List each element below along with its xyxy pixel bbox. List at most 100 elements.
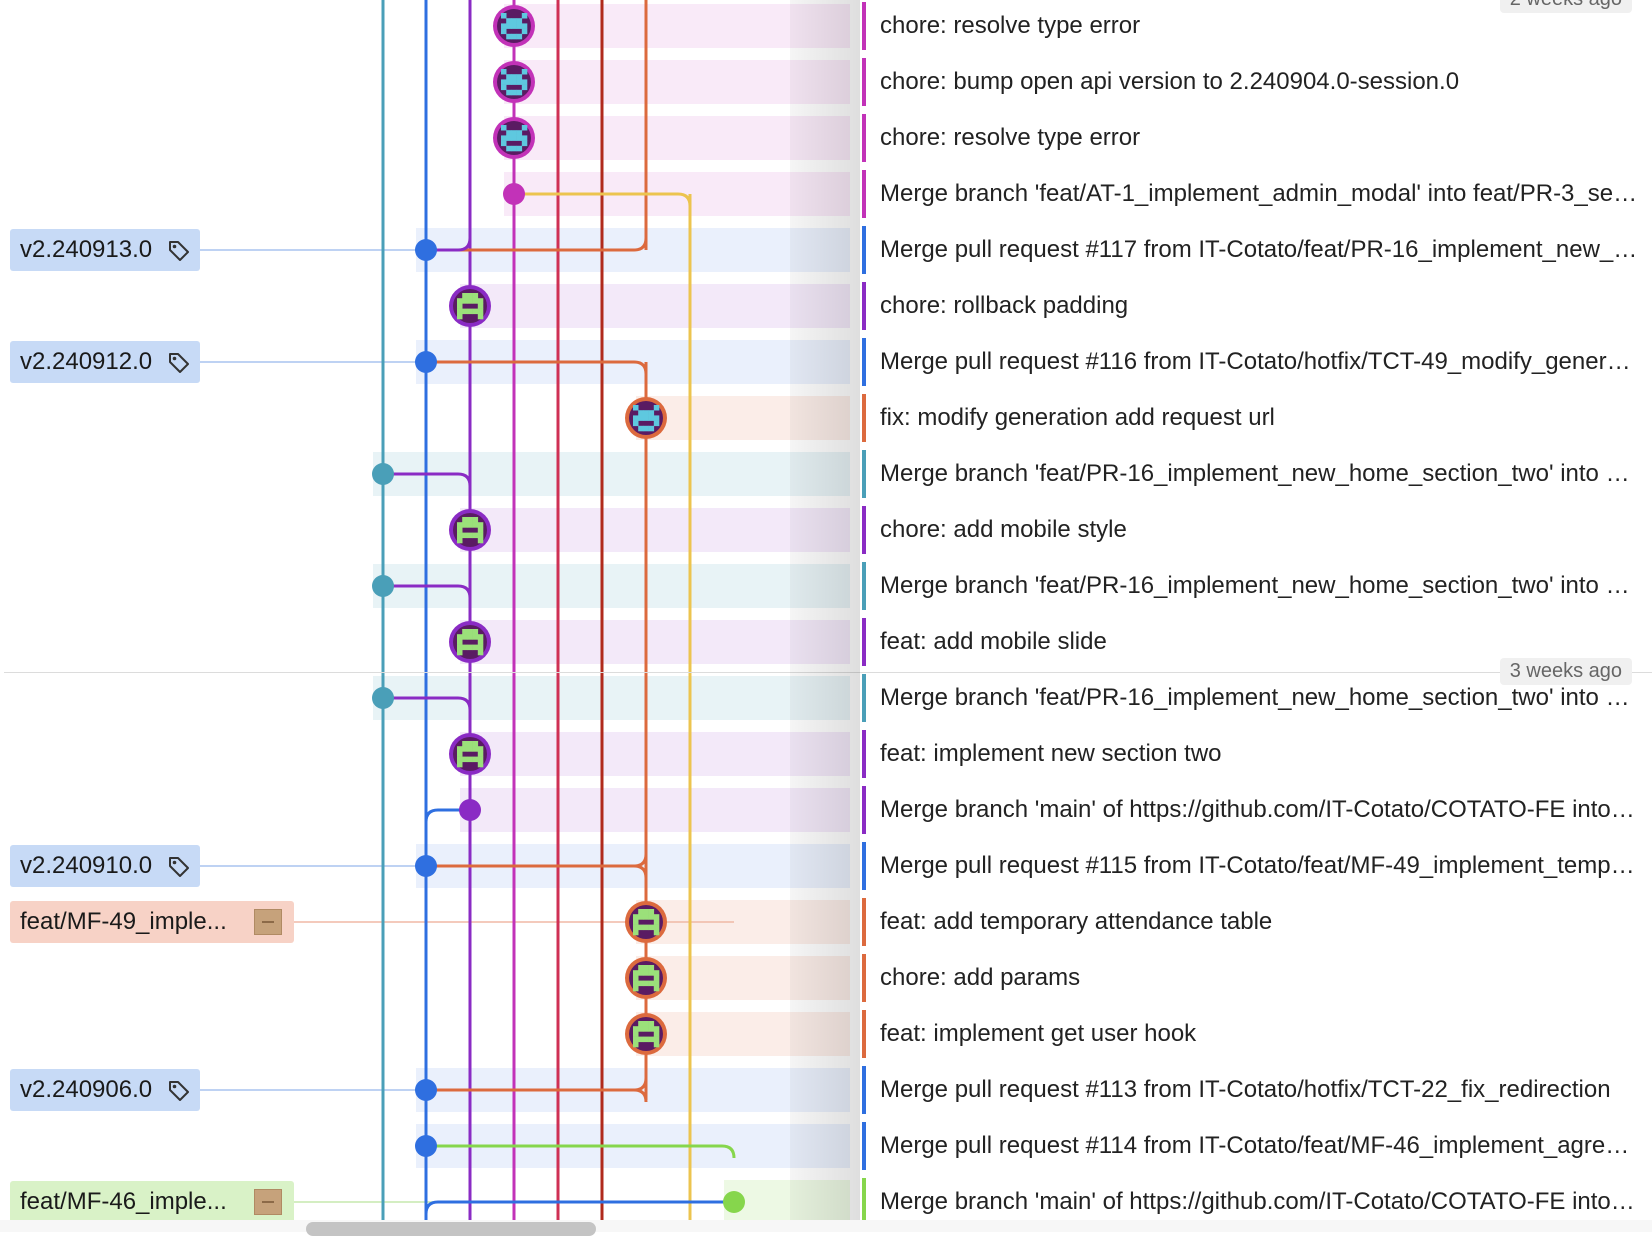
commit-row[interactable]: chore: add params xyxy=(862,951,1652,1005)
ref-name: v2.240913.0 xyxy=(20,236,153,263)
tag-label[interactable]: v2.240906.0 xyxy=(10,1069,200,1111)
commit-row[interactable]: chore: resolve type error xyxy=(862,0,1652,53)
row-highlight xyxy=(724,1180,850,1220)
commit-row[interactable]: Merge pull request #115 from IT-Cotato/f… xyxy=(862,839,1652,893)
merge-curve xyxy=(383,472,472,487)
merge-curve xyxy=(383,584,472,599)
lane-color-marker xyxy=(862,58,866,106)
commit-message: Merge branch 'feat/PR-16_implement_new_h… xyxy=(880,460,1640,487)
commit-row[interactable]: Merge branch 'feat/PR-16_implement_new_h… xyxy=(862,671,1652,725)
ref-name: v2.240910.0 xyxy=(20,852,153,879)
merge-curve xyxy=(426,237,648,252)
commit-row[interactable]: Merge branch 'main' of https://github.co… xyxy=(862,783,1652,837)
commit-message: feat: implement get user hook xyxy=(880,1020,1197,1047)
row-highlight xyxy=(504,60,850,104)
tag-label[interactable]: v2.240912.0 xyxy=(10,341,200,383)
merge-curve xyxy=(426,237,472,252)
horizontal-scroll-track[interactable] xyxy=(0,1220,1652,1232)
commit-message: chore: bump open api version to 2.240904… xyxy=(880,68,1460,95)
branch-box-icon xyxy=(254,1189,282,1215)
commit-message: Merge branch 'main' of https://github.co… xyxy=(880,1188,1640,1215)
commit-message: feat: add temporary attendance table xyxy=(880,908,1273,935)
row-highlights xyxy=(373,4,850,1220)
commit-message: chore: add mobile style xyxy=(880,516,1127,543)
commit-message: Merge pull request #115 from IT-Cotato/f… xyxy=(880,852,1640,879)
commit-row[interactable]: Merge branch 'feat/AT-1_implement_admin_… xyxy=(862,167,1652,221)
commit-row[interactable]: feat: implement new section two xyxy=(862,727,1652,781)
commit-message: Merge pull request #117 from IT-Cotato/f… xyxy=(880,236,1640,263)
lane-color-marker xyxy=(862,730,866,778)
merge-curve xyxy=(426,360,648,375)
ref-name: v2.240912.0 xyxy=(20,348,153,375)
row-highlight xyxy=(460,284,850,328)
ref-name: feat/MF-46_imple... xyxy=(20,1188,227,1215)
commit-row[interactable]: Merge pull request #116 from IT-Cotato/h… xyxy=(862,335,1652,389)
tag-icon xyxy=(168,856,190,877)
commit-avatar-icon xyxy=(449,621,491,663)
commit-row[interactable]: Merge branch 'feat/PR-16_implement_new_h… xyxy=(862,559,1652,613)
commit-message: chore: add params xyxy=(880,964,1081,991)
commit-row[interactable]: Merge pull request #113 from IT-Cotato/h… xyxy=(862,1063,1652,1117)
lane-color-marker xyxy=(862,506,866,554)
merge-curve xyxy=(426,864,648,879)
commit-dot xyxy=(372,575,394,597)
lane-color-marker xyxy=(862,674,866,722)
horizontal-scrollbar[interactable] xyxy=(306,1222,596,1236)
commit-avatar-icon xyxy=(493,117,535,159)
commit-row[interactable]: chore: resolve type error xyxy=(862,111,1652,165)
ref-name: feat/MF-49_imple... xyxy=(20,908,227,935)
branch-label[interactable]: feat/MF-46_imple... xyxy=(10,1181,294,1223)
row-highlight xyxy=(636,1012,850,1056)
commit-row[interactable]: feat: add temporary attendance table xyxy=(862,895,1652,949)
lane-color-marker xyxy=(862,1178,866,1226)
lane-color-marker xyxy=(862,282,866,330)
commit-row[interactable]: feat: implement get user hook xyxy=(862,1007,1652,1061)
row-highlight xyxy=(504,116,850,160)
merge-curve xyxy=(424,1200,734,1215)
commit-row[interactable]: chore: bump open api version to 2.240904… xyxy=(862,55,1652,109)
ref-leader-lines xyxy=(200,249,734,1203)
commit-dot xyxy=(415,855,437,877)
commit-nodes xyxy=(372,5,745,1213)
commit-row[interactable]: feat: add mobile slide xyxy=(862,615,1652,669)
row-highlight xyxy=(636,396,850,440)
lane-color-marker xyxy=(862,562,866,610)
commit-dot xyxy=(503,183,525,205)
commit-row[interactable]: Merge branch 'feat/PR-16_implement_new_h… xyxy=(862,447,1652,501)
tag-label[interactable]: v2.240910.0 xyxy=(10,845,200,887)
commit-row[interactable]: chore: rollback padding xyxy=(862,279,1652,333)
commit-avatar-icon xyxy=(625,957,667,999)
commit-message: Merge branch 'feat/PR-16_implement_new_h… xyxy=(880,684,1640,711)
commit-message: chore: resolve type error xyxy=(880,124,1141,151)
row-highlight xyxy=(460,620,850,664)
tag-icon xyxy=(168,240,190,261)
commit-avatar-icon xyxy=(625,397,667,439)
commit-avatar-icon xyxy=(625,901,667,943)
merge-curve xyxy=(426,1088,648,1103)
lane-color-marker xyxy=(862,1066,866,1114)
commit-message: Merge pull request #113 from IT-Cotato/h… xyxy=(880,1076,1611,1103)
branch-label[interactable]: feat/MF-49_imple... xyxy=(10,901,294,943)
lane-color-marker xyxy=(862,338,866,386)
commit-dot xyxy=(415,351,437,373)
commit-message: fix: modify generation add request url xyxy=(880,404,1275,431)
commit-avatar-icon xyxy=(449,733,491,775)
commit-dot xyxy=(459,799,481,821)
commit-dot xyxy=(372,687,394,709)
merge-curve xyxy=(383,696,472,711)
commit-message: Merge pull request #116 from IT-Cotato/h… xyxy=(880,348,1640,375)
commit-dot xyxy=(415,1135,437,1157)
commit-message: feat: add mobile slide xyxy=(880,628,1107,655)
lane-color-marker xyxy=(862,954,866,1002)
commit-row[interactable]: Merge pull request #114 from IT-Cotato/f… xyxy=(862,1119,1652,1173)
commit-row[interactable]: fix: modify generation add request url xyxy=(862,391,1652,445)
tag-icon xyxy=(168,1080,190,1101)
tag-label[interactable]: v2.240913.0 xyxy=(10,229,200,271)
lane-color-marker xyxy=(862,2,866,50)
commit-row[interactable]: Merge pull request #117 from IT-Cotato/f… xyxy=(862,223,1652,277)
branch-box-icon xyxy=(254,909,282,935)
commit-row[interactable]: Merge branch 'main' of https://github.co… xyxy=(862,1175,1652,1229)
row-highlight xyxy=(460,508,850,552)
commit-row[interactable]: chore: add mobile style xyxy=(862,503,1652,557)
